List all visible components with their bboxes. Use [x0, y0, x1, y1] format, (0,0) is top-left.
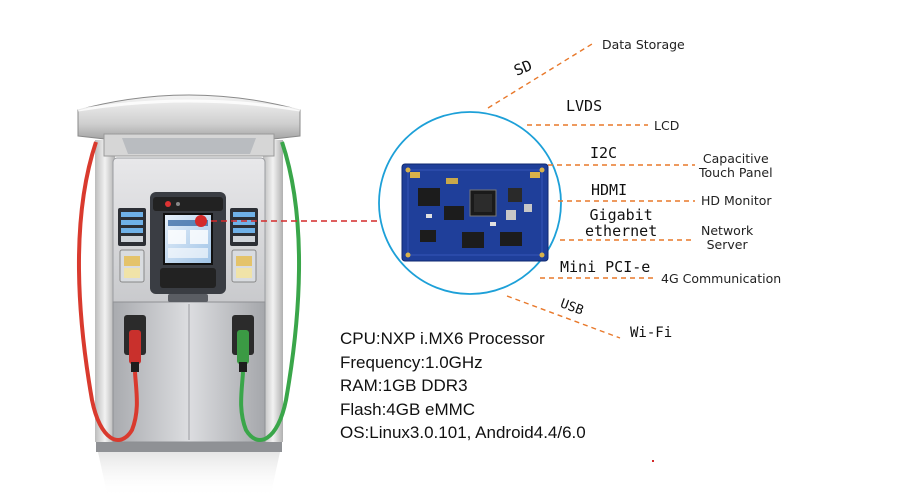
target-label-4g-communication: 4G Communication — [661, 271, 782, 286]
spec-flash: Flash:4GB eMMC — [340, 399, 476, 419]
target-label-lcd: LCD — [654, 118, 680, 133]
interface-leader-lines — [487, 43, 695, 339]
bus-label-i2c: I2C — [590, 144, 618, 162]
target-label-network-server: Network Server — [701, 223, 754, 253]
fuel-dispenser — [76, 94, 302, 498]
bus-label-gigabit-ethernet: Gigabit ethernet — [585, 207, 657, 239]
target-label-wifi: Wi-Fi — [630, 325, 673, 341]
spec-ram: RAM:1GB DDR3 — [340, 376, 468, 395]
bus-label-gigabit-line2: ethernet — [585, 222, 658, 240]
spec-cpu: CPU:NXP i.MX6 Processor — [340, 329, 545, 348]
target-label-hd-monitor: HD Monitor — [701, 193, 772, 208]
bus-label-mini-pcie: Mini PCI-e — [560, 258, 651, 276]
zoom-indicator — [195, 215, 383, 227]
target-label-network-line2: Server — [706, 237, 748, 253]
spec-os: OS:Linux3.0.101, Android4.4/6.0 — [340, 423, 586, 442]
leader-usb — [506, 295, 621, 339]
leader-sd — [487, 43, 593, 109]
spec-frequency: Frequency:1.0GHz — [340, 352, 483, 372]
target-label-capacitive-touch-panel: Capacitive Touch Panel — [699, 151, 773, 181]
bus-label-lvds: LVDS — [566, 97, 603, 115]
target-label-network-line1: Network — [701, 223, 754, 238]
target-label-capacitive-line2: Touch Panel — [699, 165, 773, 181]
bus-label-gigabit-line1: Gigabit — [589, 206, 653, 224]
som-board-zoom — [378, 111, 562, 295]
target-label-capacitive-line1: Capacitive — [702, 151, 769, 166]
target-label-data-storage: Data Storage — [602, 37, 685, 52]
bus-label-hdmi: HDMI — [591, 181, 628, 199]
spec-list: CPU:NXP i.MX6 Processor Frequency:1.0GHz… — [340, 327, 586, 445]
